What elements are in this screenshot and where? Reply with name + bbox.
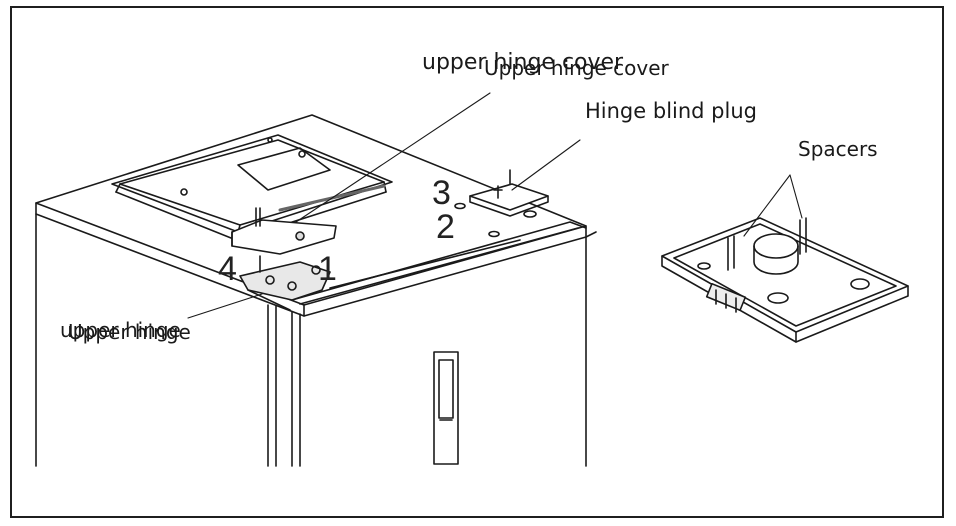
step-number-3: 3 <box>432 174 451 212</box>
hinge-blind-plug-label: Hinge blind plug <box>585 99 757 123</box>
step-number-2: 2 <box>436 208 455 246</box>
leader-lines <box>187 92 803 319</box>
upper-hinge-label-b: Upper hinge <box>68 320 191 344</box>
upper-hinge-label-a: upper hinge <box>60 318 181 342</box>
step-number-1: 1 <box>318 250 337 288</box>
step-number-4: 4 <box>218 250 237 288</box>
upper-hinge-cover-label-b: Upper hinge cover <box>484 56 669 80</box>
spacer-tray <box>661 217 909 343</box>
hinge-blind-plug-part <box>454 169 549 238</box>
upper-hinge-part <box>239 255 331 311</box>
door-handle <box>433 351 459 465</box>
door-top-edge <box>291 221 587 305</box>
upper-hinge-cover-part <box>231 207 337 255</box>
upper-hinge-cover-label-a: upper hinge cover <box>422 50 624 75</box>
spacers-label: Spacers <box>798 137 878 161</box>
fridge-body <box>35 213 597 467</box>
